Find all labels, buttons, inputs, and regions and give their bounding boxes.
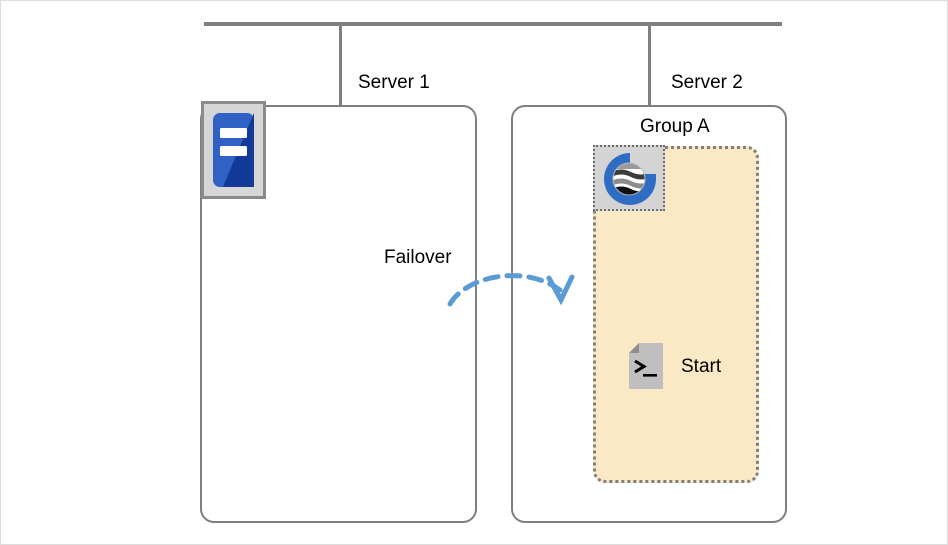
- group-a-icon-tile[interactable]: [593, 145, 665, 211]
- server-1-label: Server 1: [358, 72, 430, 93]
- server-2-label: Server 2: [671, 72, 743, 93]
- group-a-box[interactable]: [593, 146, 759, 483]
- script-icon: [629, 343, 663, 389]
- network-drop-server-2: [648, 24, 651, 106]
- resource-start-label: Start: [681, 355, 722, 377]
- cluster-globe-icon: [604, 153, 656, 205]
- network-bus-line: [204, 22, 782, 26]
- server-1-icon-tile[interactable]: [201, 101, 266, 199]
- failover-label: Failover: [384, 247, 452, 268]
- mirror-disk-icon: [213, 113, 254, 187]
- group-a-label: Group A: [640, 116, 710, 137]
- failover-arrow-icon: [447, 273, 575, 307]
- network-drop-server-1: [339, 24, 342, 106]
- group-a-resource-start[interactable]: Start: [629, 343, 721, 389]
